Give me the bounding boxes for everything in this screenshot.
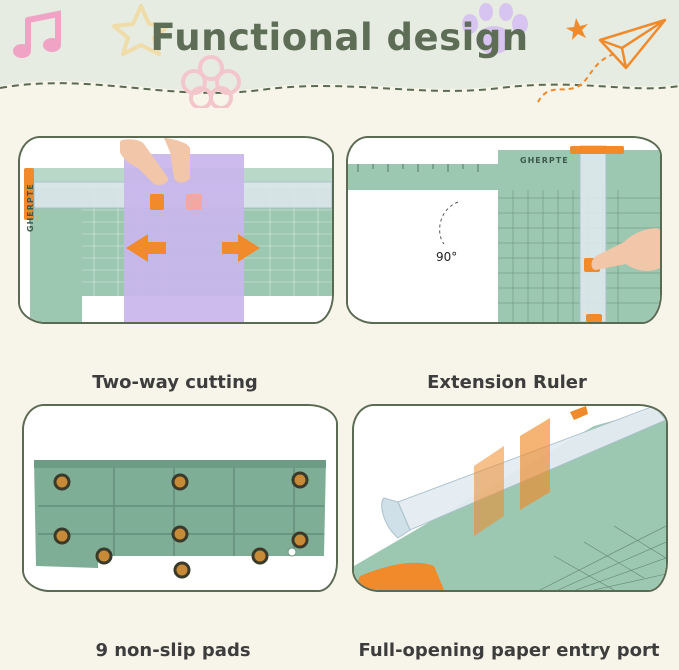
pad — [171, 525, 189, 543]
brand-label: GHERPTE — [520, 156, 569, 165]
panel-paper-entry-port — [352, 404, 668, 592]
angle-label: 90° — [436, 250, 458, 264]
brand-label: GHERPTE — [26, 183, 35, 232]
cutter-board — [498, 150, 660, 322]
pad — [95, 547, 113, 565]
wave-divider — [0, 81, 679, 110]
cutter-underside — [34, 460, 326, 568]
pad — [291, 471, 309, 489]
star-icon — [112, 4, 170, 56]
pad — [291, 531, 309, 549]
page-title: Functional design — [150, 16, 529, 59]
paw-icon — [462, 3, 528, 54]
pad — [171, 473, 189, 491]
caption-paper-entry-port: Full-opening paper entry port — [358, 640, 660, 661]
arrow-left-icon — [126, 234, 166, 262]
non-slip-pads — [53, 471, 309, 579]
pad — [251, 547, 269, 565]
panel-non-slip-pads — [22, 404, 338, 592]
header-band: Functional design — [0, 0, 679, 110]
paper-plane-icon — [537, 18, 667, 103]
pad — [53, 527, 71, 545]
caption-non-slip-pads: 9 non-slip pads — [95, 640, 251, 661]
music-note-icon — [13, 10, 61, 58]
pad — [173, 561, 191, 579]
end-cap — [24, 168, 34, 220]
pad — [53, 473, 71, 491]
caption-two-way-cutting: Two-way cutting — [92, 372, 258, 393]
caption-extension-ruler: Extension Ruler — [427, 372, 587, 393]
end-cap — [354, 562, 444, 590]
panel-two-way-cutting: GHERPTE — [18, 136, 334, 324]
panel-extension-ruler: GHERPTE 90° — [346, 136, 662, 324]
extension-ruler — [348, 164, 498, 190]
arrow-right-icon — [222, 234, 260, 262]
flower-icon — [181, 55, 241, 108]
blade-rail — [579, 145, 607, 322]
